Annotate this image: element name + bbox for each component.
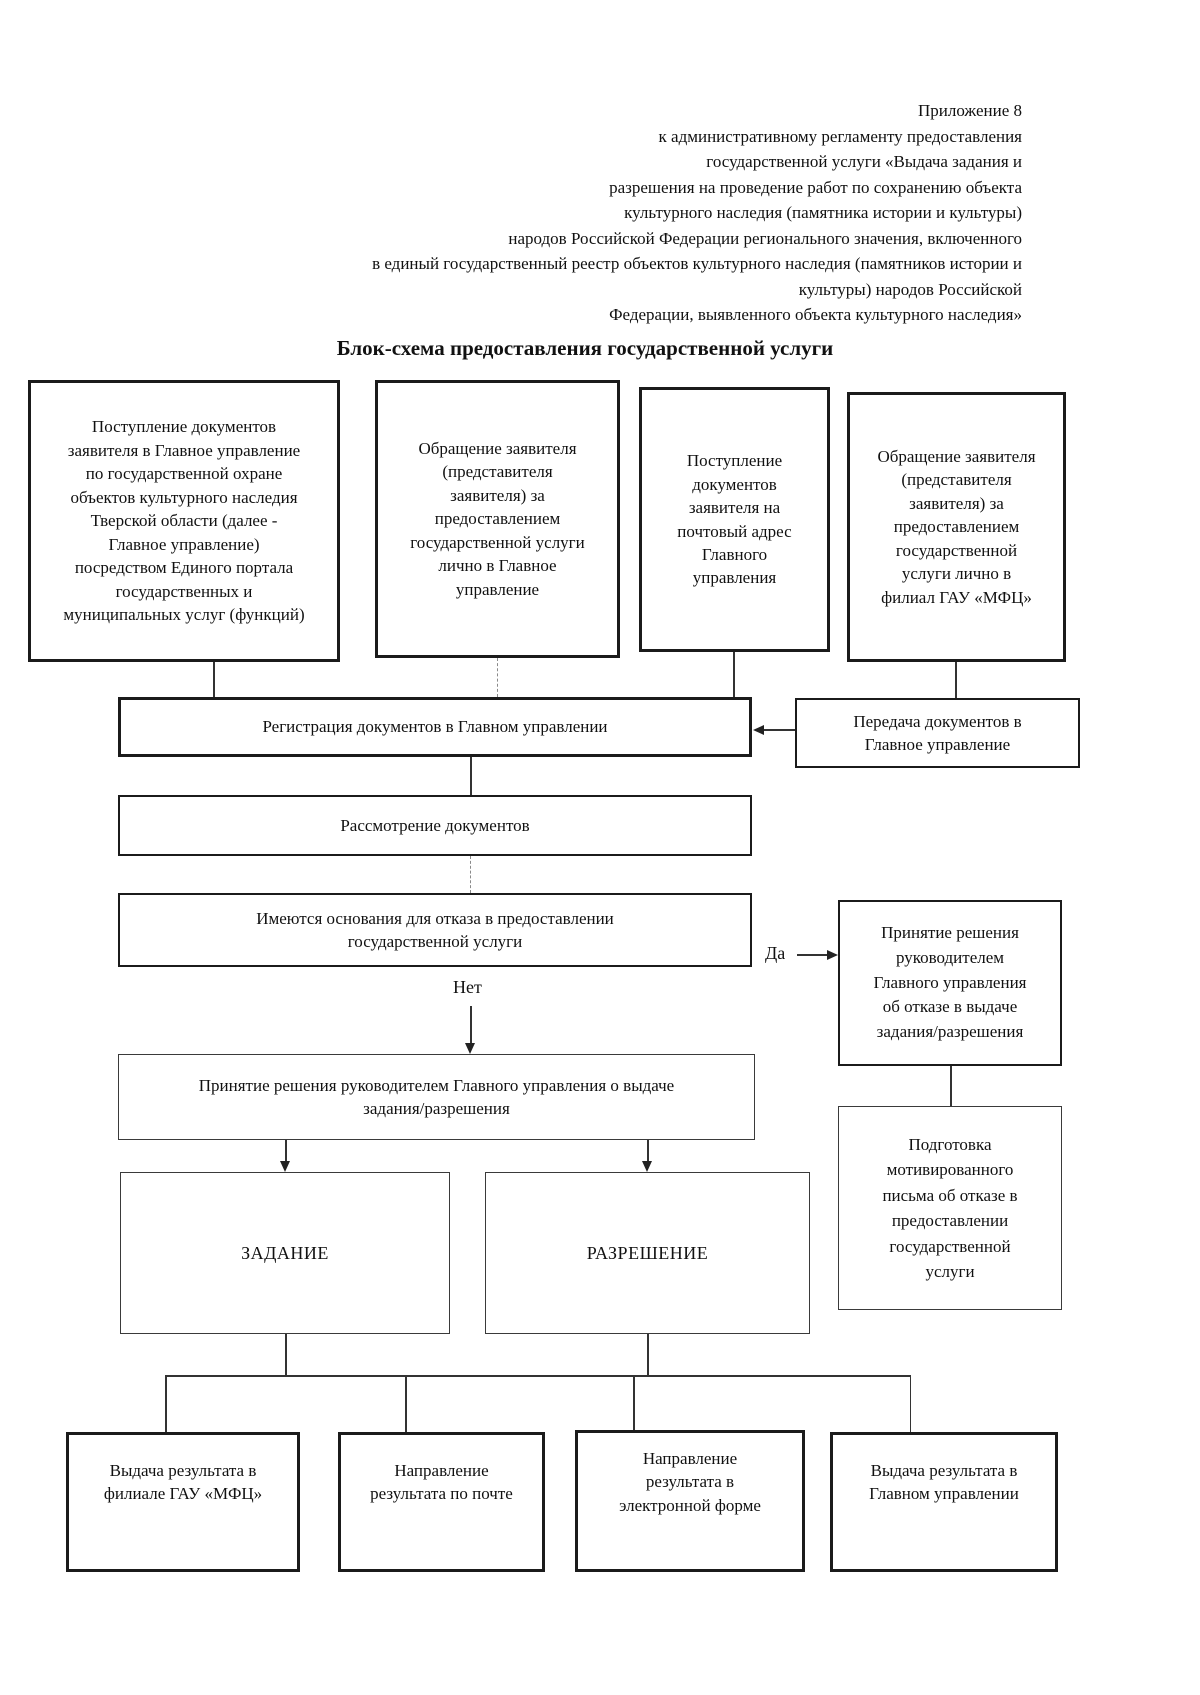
box-source-inperson: Обращение заявителя (представителя заяви… xyxy=(375,380,620,658)
box-zadanie: ЗАДАНИЕ xyxy=(120,1172,450,1334)
arrowhead-zadanie xyxy=(279,1161,290,1172)
connector-eportal-registration xyxy=(213,662,215,697)
box-result-mfc: Выдача результата в филиале ГАУ «МФЦ» xyxy=(66,1432,300,1572)
box-refuse-decision-text: Принятие решения руководителем Главного … xyxy=(873,923,1027,1041)
box-result-mail-text: Направление результата по почте xyxy=(370,1461,513,1504)
connector-tree-result-mail xyxy=(405,1375,407,1432)
label-yes: Да xyxy=(765,943,786,963)
box-result-mfc-text: Выдача результата в филиале ГАУ «МФЦ» xyxy=(103,1461,263,1504)
connector-mail-registration xyxy=(733,652,735,697)
connector-approve-razreshenie xyxy=(647,1140,649,1162)
connector-tree-result-office xyxy=(909,1375,911,1432)
arrowhead-razreshenie xyxy=(641,1161,652,1172)
connector-zadanie-tree xyxy=(285,1334,287,1376)
arrowhead-transfer-registration xyxy=(753,724,764,735)
box-source-mfc: Обращение заявителя (представителя заяви… xyxy=(847,392,1066,662)
box-razreshenie-text: РАЗРЕШЕНИЕ xyxy=(586,1242,709,1263)
box-result-electronic-text: Направление результата в электронной фор… xyxy=(619,1449,761,1515)
connector-tree-result-mfc xyxy=(165,1375,167,1432)
connector-tree-result-electronic xyxy=(633,1375,635,1430)
box-approve-decision: Принятие решения руководителем Главного … xyxy=(118,1054,755,1140)
box-result-electronic: Направление результата в электронной фор… xyxy=(575,1430,805,1572)
box-source-mail-text: Поступление документов заявителя на почт… xyxy=(677,451,792,588)
box-source-mfc-text: Обращение заявителя (представителя заяви… xyxy=(877,446,1036,607)
box-transfer: Передача документов в Главное управление xyxy=(795,698,1080,768)
page-title: Блок-схема предоставления государственно… xyxy=(336,336,834,360)
box-transfer-text: Передача документов в Главное управление xyxy=(853,711,1022,754)
box-zadanie-text: ЗАДАНИЕ xyxy=(241,1242,329,1263)
connector-yes xyxy=(797,954,827,956)
connector-registration-review xyxy=(470,757,472,795)
connector-razreshenie-tree xyxy=(647,1334,649,1376)
box-razreshenie: РАЗРЕШЕНИЕ xyxy=(485,1172,810,1334)
connector-approve-zadanie xyxy=(285,1140,287,1162)
box-review: Рассмотрение документов xyxy=(118,795,752,856)
box-source-eportal-text: Поступление документов заявителя в Главн… xyxy=(63,417,305,625)
header-note: Приложение 8 к административному регламе… xyxy=(372,101,1022,324)
box-result-mail: Направление результата по почте xyxy=(338,1432,545,1572)
box-result-office-text: Выдача результата в Главном управлении xyxy=(869,1461,1019,1504)
box-refuse-decision: Принятие решения руководителем Главного … xyxy=(838,900,1062,1066)
connector-review-decision xyxy=(470,856,471,893)
connector-transfer-registration xyxy=(764,729,795,731)
box-refusal-letter-text: Подготовка мотивированного письма об отк… xyxy=(882,1134,1018,1282)
box-source-eportal: Поступление документов заявителя в Главн… xyxy=(28,380,340,662)
connector-mfc-transfer xyxy=(955,662,957,698)
label-no: Нет xyxy=(453,977,482,997)
box-review-text: Рассмотрение документов xyxy=(340,815,530,835)
arrowhead-no xyxy=(464,1043,475,1054)
box-source-mail: Поступление документов заявителя на почт… xyxy=(639,387,830,652)
tree-horizontal-line xyxy=(165,1375,911,1377)
box-registration-text: Регистрация документов в Главном управле… xyxy=(262,717,608,737)
box-source-inperson-text: Обращение заявителя (представителя заяви… xyxy=(410,438,585,599)
box-decision: Имеются основания для отказа в предостав… xyxy=(118,893,752,967)
connector-no xyxy=(470,1006,472,1044)
box-approve-decision-text: Принятие решения руководителем Главного … xyxy=(198,1075,675,1118)
connector-refuse-letter xyxy=(950,1066,952,1106)
arrowhead-yes xyxy=(827,949,838,960)
box-registration: Регистрация документов в Главном управле… xyxy=(118,697,752,757)
connector-inperson-registration xyxy=(497,658,498,697)
box-decision-text: Имеются основания для отказа в предостав… xyxy=(256,908,614,951)
box-refusal-letter: Подготовка мотивированного письма об отк… xyxy=(838,1106,1062,1310)
box-result-office: Выдача результата в Главном управлении xyxy=(830,1432,1058,1572)
